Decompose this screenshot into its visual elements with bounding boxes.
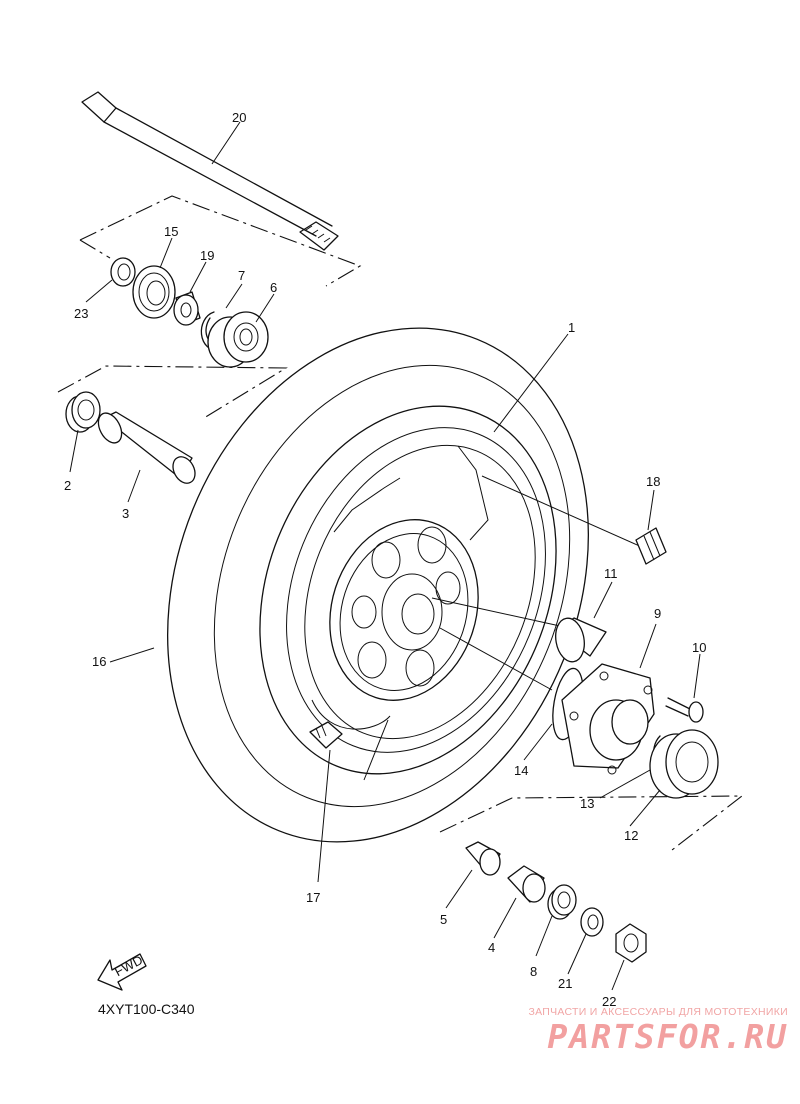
part-3-spacer[interactable] bbox=[94, 409, 200, 487]
callout-19: 19 bbox=[200, 248, 214, 263]
callout-3: 3 bbox=[122, 506, 129, 521]
callout-12: 12 bbox=[624, 828, 638, 843]
callout-numbers: 1 2 3 4 5 6 7 8 9 10 11 12 13 14 15 16 1… bbox=[64, 110, 706, 1009]
part-18-balance-weight[interactable] bbox=[635, 527, 667, 565]
callout-16: 16 bbox=[92, 654, 106, 669]
callout-5: 5 bbox=[440, 912, 447, 927]
callout-10: 10 bbox=[692, 640, 706, 655]
fwd-arrow-icon: FWD bbox=[97, 952, 147, 991]
part-10-bolt[interactable] bbox=[665, 697, 704, 723]
callout-1: 1 bbox=[568, 320, 575, 335]
part-11-collar[interactable] bbox=[552, 616, 607, 664]
part-5-collar[interactable] bbox=[465, 841, 501, 876]
group-bracket-left bbox=[57, 365, 288, 419]
part-16-tire[interactable] bbox=[93, 264, 662, 905]
callout-6: 6 bbox=[270, 280, 277, 295]
watermark: ЗАПЧАСТИ И АКСЕССУАРЫ ДЛЯ МОТОТЕХНИКИ PA… bbox=[488, 1006, 788, 1056]
part-19-collar[interactable] bbox=[173, 291, 201, 326]
callout-leader-lines bbox=[69, 121, 701, 991]
callout-18: 18 bbox=[646, 474, 660, 489]
part-21-washer[interactable] bbox=[580, 907, 604, 937]
part-4-spacer[interactable] bbox=[507, 865, 546, 903]
part-6-bearing[interactable] bbox=[207, 311, 269, 368]
part-22-nut[interactable] bbox=[615, 923, 647, 963]
watermark-logo: PARTSFOR.RU bbox=[547, 1017, 788, 1056]
group-bracket-upper-tick bbox=[79, 239, 111, 259]
callout-2: 2 bbox=[64, 478, 71, 493]
callout-7: 7 bbox=[238, 268, 245, 283]
callout-8: 8 bbox=[530, 964, 537, 979]
diagram-code: 4XYT100-C340 bbox=[98, 1001, 195, 1017]
group-bracket-right bbox=[439, 795, 744, 851]
part-17-valve[interactable] bbox=[309, 721, 343, 749]
callout-21: 21 bbox=[558, 976, 572, 991]
group-bracket-upper bbox=[79, 195, 362, 287]
callout-11: 11 bbox=[604, 566, 618, 581]
callout-13: 13 bbox=[580, 796, 594, 811]
callout-9: 9 bbox=[654, 606, 661, 621]
watermark-caption: ЗАПЧАСТИ И АКСЕССУАРЫ ДЛЯ МОТОТЕХНИКИ bbox=[528, 1006, 788, 1018]
part-1-wheel-rim[interactable] bbox=[207, 361, 609, 818]
part-23-washer[interactable] bbox=[110, 257, 136, 287]
part-20-axle[interactable] bbox=[81, 91, 339, 251]
part-15-oil-seal[interactable] bbox=[132, 265, 176, 319]
part-9-clutch-hub[interactable] bbox=[561, 663, 655, 775]
part-12-bearing[interactable] bbox=[649, 729, 719, 799]
callout-23: 23 bbox=[74, 306, 88, 321]
wheel-hub bbox=[329, 519, 479, 701]
callout-20: 20 bbox=[232, 110, 246, 125]
part-8-collar[interactable] bbox=[547, 884, 577, 920]
callout-17: 17 bbox=[306, 890, 320, 905]
callout-14: 14 bbox=[514, 763, 528, 778]
callout-15: 15 bbox=[164, 224, 178, 239]
callout-22: 22 bbox=[602, 994, 616, 1009]
part-2-collar[interactable] bbox=[65, 391, 101, 433]
callout-4: 4 bbox=[488, 940, 495, 955]
